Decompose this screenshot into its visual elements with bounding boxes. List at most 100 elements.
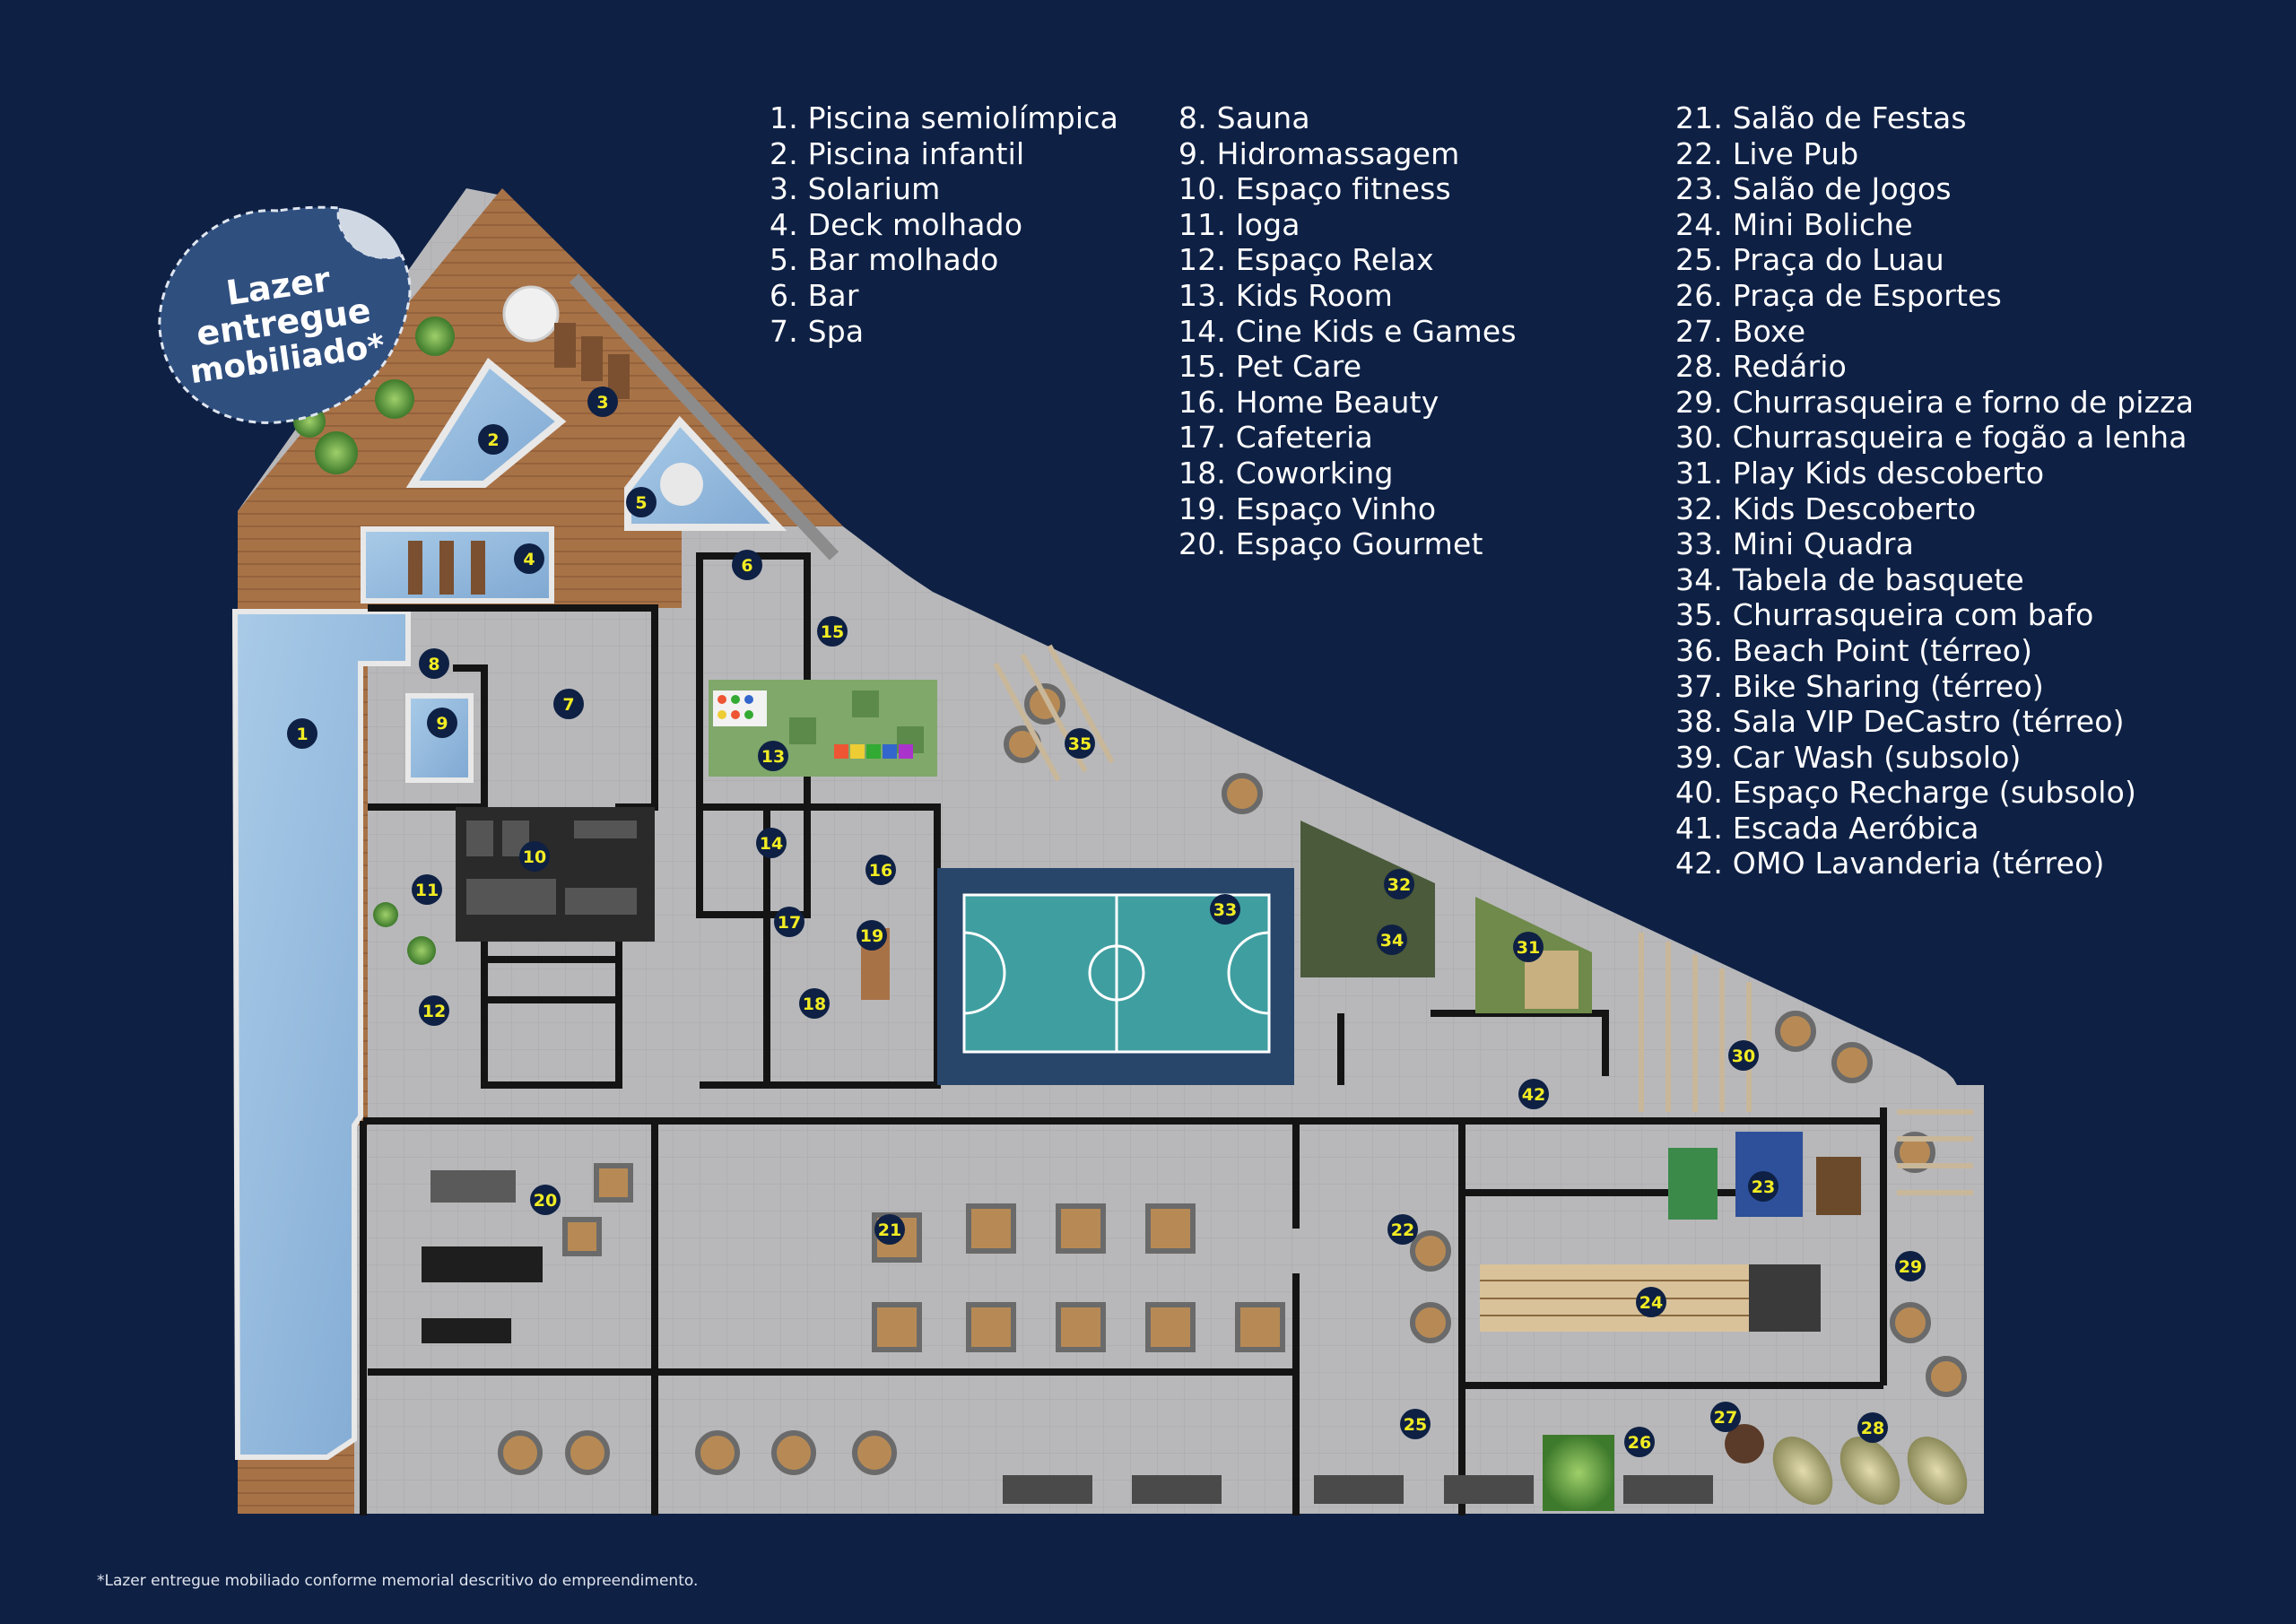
svg-text:16: 16 [869,861,892,881]
legend-column-1: 1. Piscina semiolímpica 2. Piscina infan… [770,100,1118,349]
svg-text:26: 26 [1628,1433,1651,1453]
marker-22: 22 [1387,1214,1418,1245]
svg-text:12: 12 [422,1002,446,1021]
legend-item: 5. Bar molhado [770,242,999,278]
marker-20: 20 [530,1185,561,1215]
legend-item: 32. Kids Descoberto [1675,491,1977,526]
legend-item: 13. Kids Room [1178,277,1393,313]
svg-text:34: 34 [1380,931,1404,951]
legend-item: 40. Espaço Recharge (subsolo) [1675,775,2137,811]
legend-item: 18. Coworking [1178,455,1394,491]
marker-9: 9 [427,708,457,738]
marker-31: 31 [1513,932,1544,962]
legend-item: 29. Churrasqueira e forno de pizza [1675,384,2195,420]
svg-text:14: 14 [760,834,783,854]
legend-item: 25. Praça do Luau [1675,242,1944,278]
legend-item: 39. Car Wash (subsolo) [1675,739,2022,775]
marker-35: 35 [1065,728,1095,759]
marker-10: 10 [519,841,550,872]
marker-4: 4 [514,543,544,574]
marker-28: 28 [1857,1412,1888,1443]
svg-text:17: 17 [778,913,801,933]
marker-1: 1 [287,718,317,749]
legend-item: 15. Pet Care [1178,349,1362,385]
marker-34: 34 [1377,925,1407,955]
legend-item: 27. Boxe [1675,313,1806,349]
legend-item: 36. Beach Point (térreo) [1675,632,2033,668]
svg-text:29: 29 [1899,1257,1922,1277]
legend-item: 4. Deck molhado [770,206,1023,242]
legend-item: 21. Salão de Festas [1675,100,1967,135]
legend-item: 16. Home Beauty [1178,384,1439,420]
furnished-badge: Lazer entregue mobiliado* [158,205,412,424]
svg-text:20: 20 [534,1191,557,1211]
svg-text:5: 5 [635,493,647,513]
marker-30: 30 [1728,1040,1759,1071]
svg-text:28: 28 [1861,1419,1884,1438]
legend-item: 10. Espaço fitness [1178,171,1451,207]
svg-text:32: 32 [1387,875,1411,895]
svg-text:7: 7 [562,695,574,715]
marker-8: 8 [419,648,449,679]
svg-text:18: 18 [803,994,826,1014]
marker-26: 26 [1624,1427,1655,1457]
svg-text:24: 24 [1639,1293,1663,1313]
svg-text:42: 42 [1522,1085,1545,1105]
svg-text:30: 30 [1732,1046,1755,1066]
legend-item: 23. Salão de Jogos [1675,171,1952,207]
marker-23: 23 [1748,1171,1779,1202]
legend-item: 24. Mini Boliche [1675,206,1913,242]
pool-infantil [405,358,567,488]
marker-15: 15 [817,616,848,647]
legend-item: 38. Sala VIP DeCastro (térreo) [1675,704,2125,740]
legend-item: 34. Tabela de basquete [1675,561,2024,597]
svg-text:11: 11 [415,881,439,900]
svg-text:3: 3 [596,393,608,413]
legend-item: 9. Hidromassagem [1178,135,1460,171]
marker-6: 6 [732,550,762,580]
legend-item: 28. Redário [1675,349,1848,385]
legend-item: 2. Piscina infantil [770,135,1025,171]
marker-13: 13 [758,741,788,771]
svg-text:21: 21 [878,1220,901,1240]
svg-text:25: 25 [1404,1415,1427,1435]
legend-column-2: 8. Sauna 9. Hidromassagem 10. Espaço fit… [1178,100,1517,562]
marker-14: 14 [756,828,787,858]
marker-12: 12 [419,995,449,1026]
marker-18: 18 [799,988,830,1019]
svg-text:10: 10 [523,847,546,867]
svg-text:4: 4 [523,550,535,569]
svg-text:1: 1 [296,725,308,744]
legend-item: 17. Cafeteria [1178,420,1373,456]
legend-column-3: 21. Salão de Festas 22. Live Pub 23. Sal… [1675,100,2194,881]
svg-text:22: 22 [1391,1220,1414,1240]
marker-16: 16 [865,855,896,885]
area-markers: 1 2 3 4 5 6 7 8 9 10 11 12 13 14 15 16 1… [287,386,1926,1457]
legend-item: 12. Espaço Relax [1178,242,1434,278]
marker-5: 5 [626,487,657,517]
marker-7: 7 [553,689,584,719]
marker-2: 2 [478,424,509,455]
footnote: *Lazer entregue mobiliado conforme memor… [97,1572,699,1590]
svg-text:27: 27 [1714,1408,1737,1428]
svg-text:35: 35 [1068,734,1091,754]
legend-item: 20. Espaço Gourmet [1178,526,1483,562]
svg-text:31: 31 [1517,938,1540,958]
marker-11: 11 [412,874,442,905]
svg-text:13: 13 [761,747,785,767]
legend-item: 6. Bar [770,277,859,313]
marker-17: 17 [774,907,804,937]
svg-text:23: 23 [1752,1177,1775,1197]
marker-33: 33 [1210,894,1240,925]
legend-item: 8. Sauna [1178,100,1310,135]
legend-item: 7. Spa [770,313,865,349]
svg-text:8: 8 [428,655,439,674]
legend-item: 30. Churrasqueira e fogão a lenha [1675,420,2187,456]
legend-item: 35. Churrasqueira com bafo [1675,597,2094,633]
marker-25: 25 [1400,1409,1431,1439]
legend-item: 22. Live Pub [1675,135,1859,171]
marker-42: 42 [1518,1079,1549,1109]
marker-27: 27 [1710,1402,1741,1432]
marker-32: 32 [1384,869,1414,899]
